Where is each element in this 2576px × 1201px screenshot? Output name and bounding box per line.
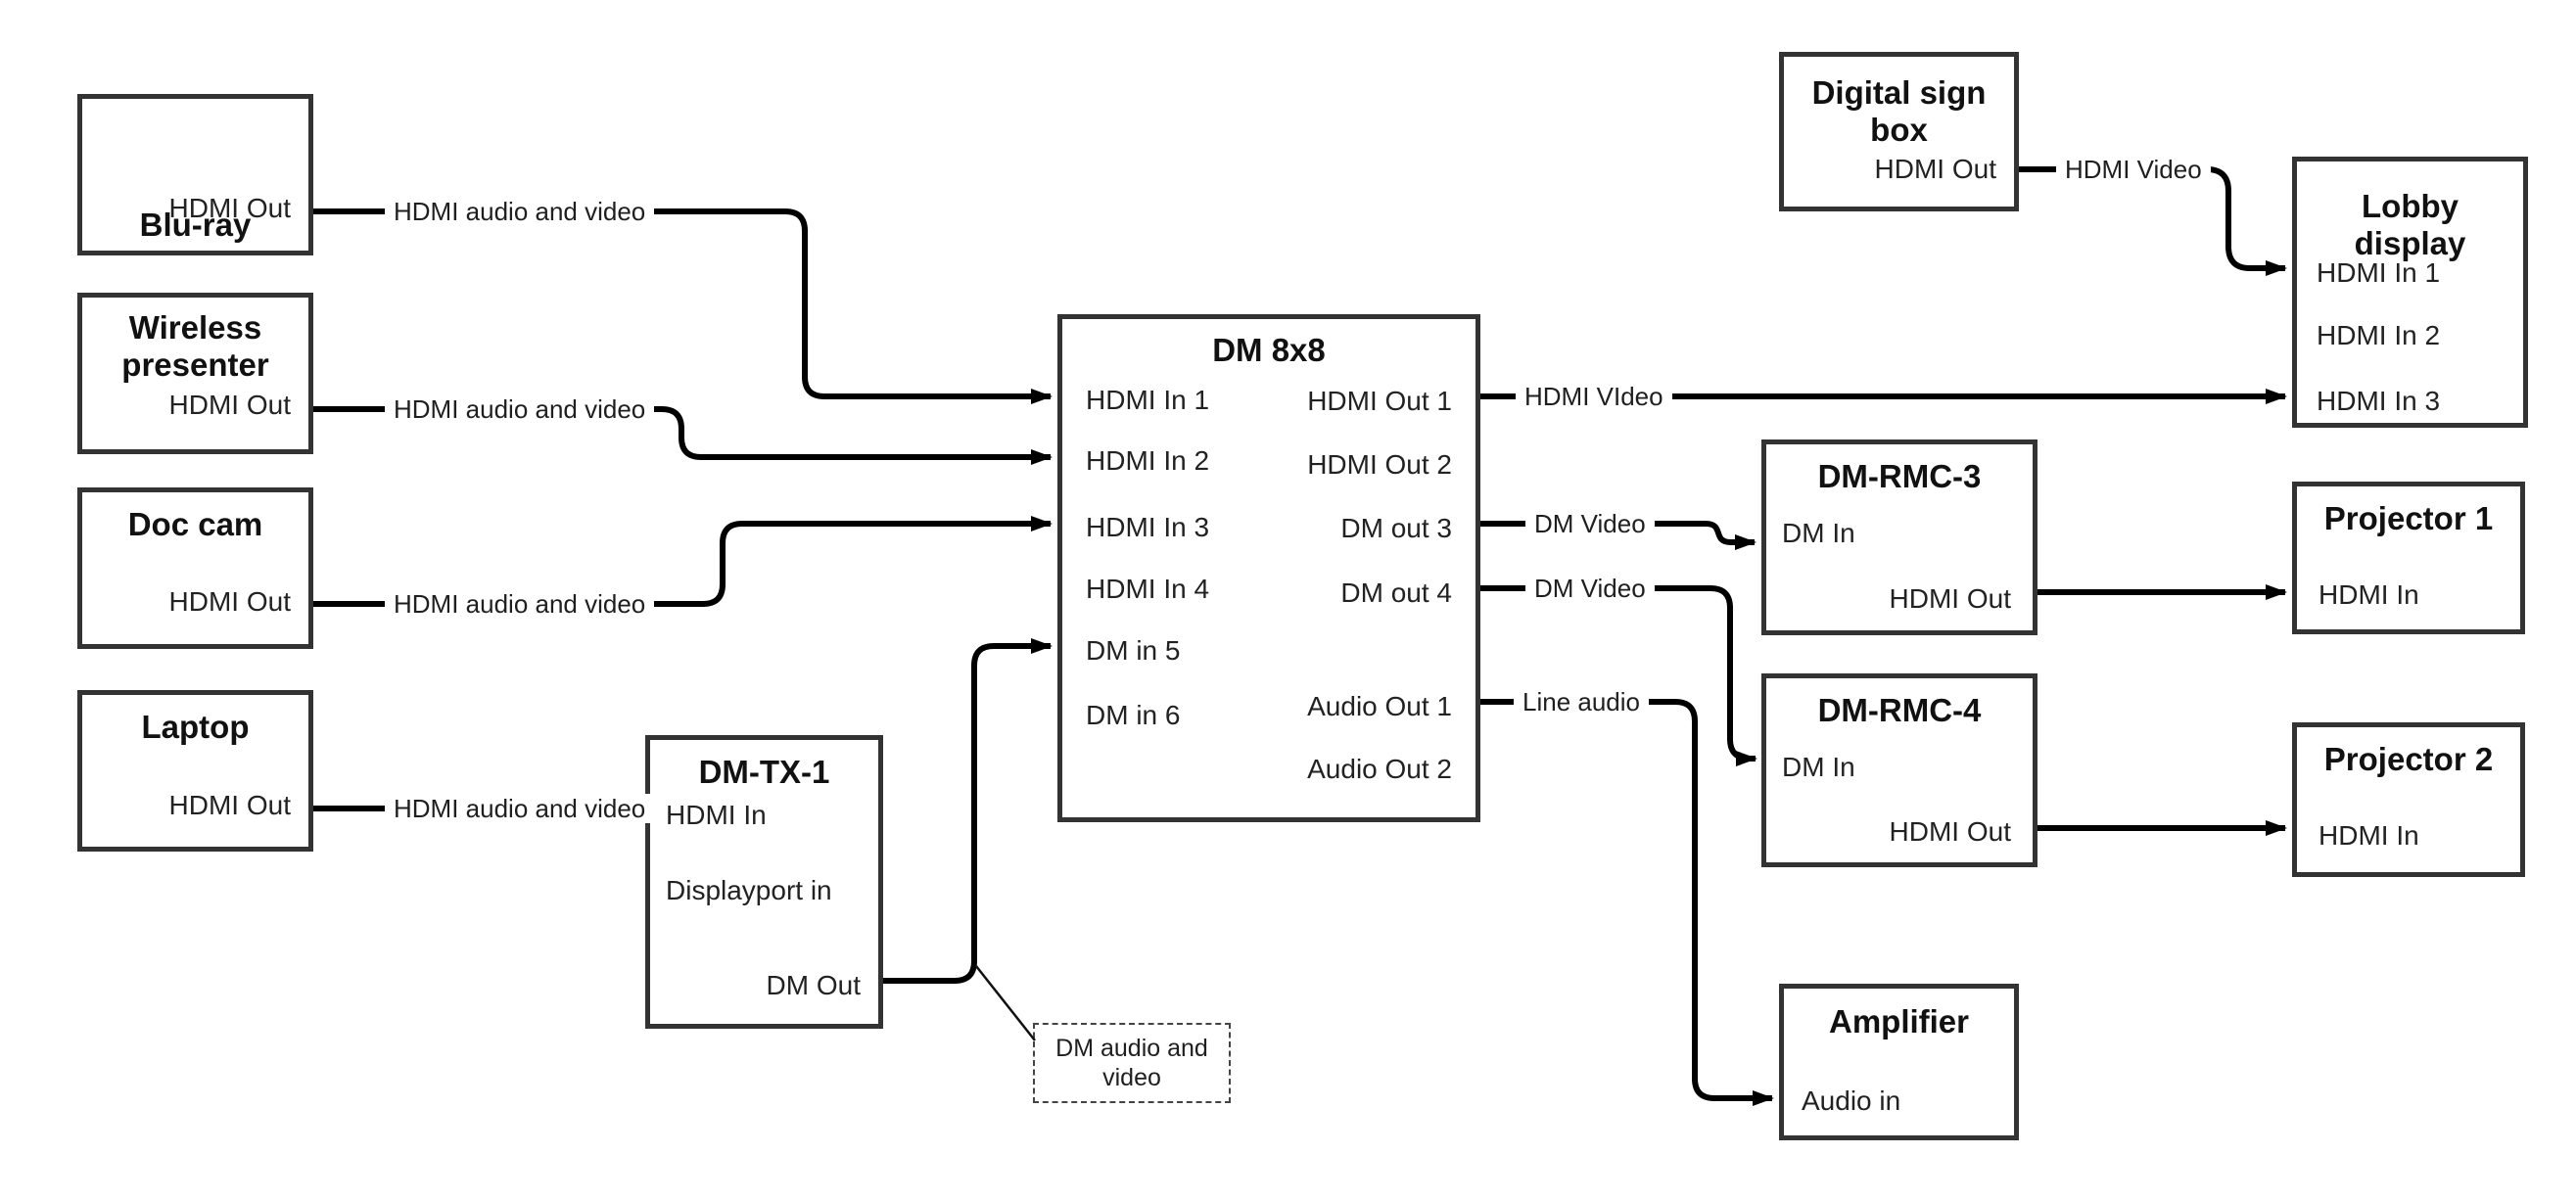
node-title: DM 8x8 — [1212, 332, 1326, 368]
port-hdmi-in-4: HDMI In 4 — [1086, 574, 1210, 604]
port-dm-out-3: DM out 3 — [1340, 513, 1452, 543]
wire-label: HDMI audio and video — [385, 794, 655, 823]
wire-label: HDMI Video — [2056, 155, 2211, 184]
wire-label: HDMI audio and video — [385, 394, 655, 424]
port-hdmi-in: HDMI In — [2318, 820, 2419, 851]
wire-dm8x8-out3-to-dmrmc3 — [1480, 521, 1756, 550]
node-title: Projector 1 — [2323, 500, 2494, 536]
node-title: DM-TX-1 — [698, 754, 830, 790]
port-hdmi-in-1: HDMI In 1 — [1086, 385, 1210, 415]
port-hdmi-out: HDMI Out — [168, 390, 291, 420]
port-dm-in: DM In — [1782, 518, 1855, 548]
port-hdmi-in: HDMI In — [2318, 579, 2419, 610]
port-hdmi-in-3: HDMI In 3 — [1086, 512, 1210, 542]
node-amplifier: Amplifier Audio in — [1779, 984, 2019, 1140]
node-lobby-display: Lobby display HDMI In 1 HDMI In 2 HDMI I… — [2292, 157, 2528, 428]
node-doc-cam: Doc cam HDMI Out — [77, 487, 313, 649]
node-dm-8x8: DM 8x8 HDMI In 1 HDMI In 2 HDMI In 3 HDM… — [1057, 314, 1480, 822]
node-title: Digital sign box — [1811, 74, 1987, 148]
wire-digitalsign-to-lobby-in1 — [2019, 166, 2287, 276]
port-dm-out-4: DM out 4 — [1340, 577, 1452, 608]
wire-label: HDMI VIdeo — [1516, 382, 1672, 411]
port-audio-out-2: Audio Out 2 — [1307, 754, 1452, 784]
node-title: Doc cam — [127, 506, 263, 542]
node-dm-tx-1: DM-TX-1 HDMI In Displayport in DM Out — [645, 735, 883, 1029]
wire-dm8x8-audio1-to-amplifier — [1480, 699, 1774, 1106]
port-dm-in-5: DM in 5 — [1086, 635, 1181, 666]
node-digital-sign-box: Digital sign box HDMI Out — [1779, 52, 2019, 211]
port-hdmi-out: HDMI Out — [1889, 816, 2011, 847]
port-audio-in: Audio in — [1802, 1086, 1901, 1116]
wire-doccam-to-dm8x8-in3 — [313, 516, 1053, 607]
port-hdmi-out: HDMI Out — [168, 586, 291, 617]
node-projector-2: Projector 2 HDMI In — [2292, 722, 2525, 877]
port-hdmi-out: HDMI Out — [168, 193, 291, 223]
node-laptop: Laptop HDMI Out — [77, 690, 313, 852]
port-hdmi-in: HDMI In — [666, 800, 767, 830]
node-title: Blu-ray — [139, 207, 252, 243]
port-displayport-in: Displayport in — [666, 875, 832, 905]
node-title: Wireless presenter — [121, 309, 269, 383]
node-projector-1: Projector 1 HDMI In — [2292, 482, 2525, 634]
node-wireless-presenter: Wireless presenter HDMI Out — [77, 293, 313, 454]
port-hdmi-in-3: HDMI In 3 — [2317, 386, 2441, 416]
wire-wireless-to-dm8x8-in2 — [313, 406, 1053, 465]
node-title: DM-RMC-4 — [1817, 692, 1982, 728]
node-title: Lobby display — [2354, 188, 2466, 261]
callout-leader-line — [975, 965, 1036, 1041]
node-title: Projector 2 — [2323, 741, 2494, 777]
port-hdmi-out-1: HDMI Out 1 — [1307, 386, 1452, 416]
port-audio-out-1: Audio Out 1 — [1307, 691, 1452, 721]
port-hdmi-out-2: HDMI Out 2 — [1307, 449, 1452, 480]
port-dm-out: DM Out — [766, 970, 861, 1000]
callout-dm-audio-and-video: DM audio and video — [1033, 1023, 1231, 1103]
wire-dmtx1-to-dm8x8-in5 — [883, 638, 1053, 984]
port-dm-in-6: DM in 6 — [1086, 700, 1181, 730]
wire-label: DM Video — [1525, 574, 1655, 603]
node-title: DM-RMC-3 — [1817, 458, 1982, 494]
node-dm-rmc-4: DM-RMC-4 DM In HDMI Out — [1761, 673, 2037, 867]
port-dm-in: DM In — [1782, 752, 1855, 782]
port-hdmi-out: HDMI Out — [168, 790, 291, 820]
port-hdmi-in-2: HDMI In 2 — [2317, 320, 2441, 350]
node-dm-rmc-3: DM-RMC-3 DM In HDMI Out — [1761, 439, 2037, 635]
wire-dm8x8-out4-to-dmrmc4 — [1480, 585, 1757, 766]
port-hdmi-out: HDMI Out — [1889, 583, 2011, 614]
wire-label: Line audio — [1514, 687, 1649, 716]
wire-label: HDMI audio and video — [385, 197, 655, 226]
node-title: Laptop — [141, 709, 250, 745]
node-title: Amplifier — [1828, 1003, 1970, 1039]
port-hdmi-in-1: HDMI In 1 — [2317, 257, 2441, 288]
wire-bluray-to-dm8x8-in1 — [313, 208, 1053, 404]
wire-label: DM Video — [1525, 509, 1655, 538]
node-bluray: Blu-ray HDMI Out — [77, 94, 313, 255]
port-hdmi-out: HDMI Out — [1874, 154, 1996, 184]
port-hdmi-in-2: HDMI In 2 — [1086, 445, 1210, 476]
wire-label: HDMI audio and video — [385, 589, 655, 619]
